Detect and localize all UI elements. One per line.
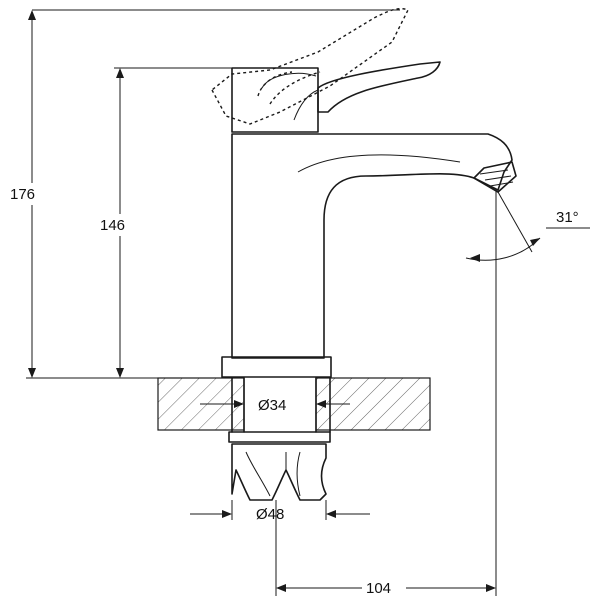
dim-spout-reach: 104 bbox=[275, 262, 497, 597]
lever-handle-raised bbox=[211, 8, 409, 125]
inner-pipe bbox=[231, 377, 331, 433]
label-spout-angle: 31° bbox=[556, 209, 579, 226]
label-spout-reach: 104 bbox=[366, 580, 391, 597]
dim-inner-diameter: Ø34 bbox=[200, 394, 350, 416]
label-inner-diameter: Ø34 bbox=[258, 397, 286, 414]
label-nut-diameter: Ø48 bbox=[256, 506, 284, 523]
dim-total-height: 176 bbox=[6, 9, 400, 379]
dim-nut-diameter: Ø48 bbox=[190, 500, 370, 523]
lever-handle bbox=[231, 61, 441, 133]
mounting-nut bbox=[228, 431, 331, 501]
label-body-height: 146 bbox=[100, 217, 125, 234]
dim-body-height: 146 bbox=[96, 67, 232, 378]
riser-and-spout bbox=[231, 133, 513, 359]
dim-spout-angle: 31° bbox=[465, 190, 590, 262]
faucet-body bbox=[221, 133, 517, 378]
aerator bbox=[473, 161, 517, 193]
label-total-height: 176 bbox=[10, 186, 35, 203]
base-collar bbox=[221, 356, 332, 378]
